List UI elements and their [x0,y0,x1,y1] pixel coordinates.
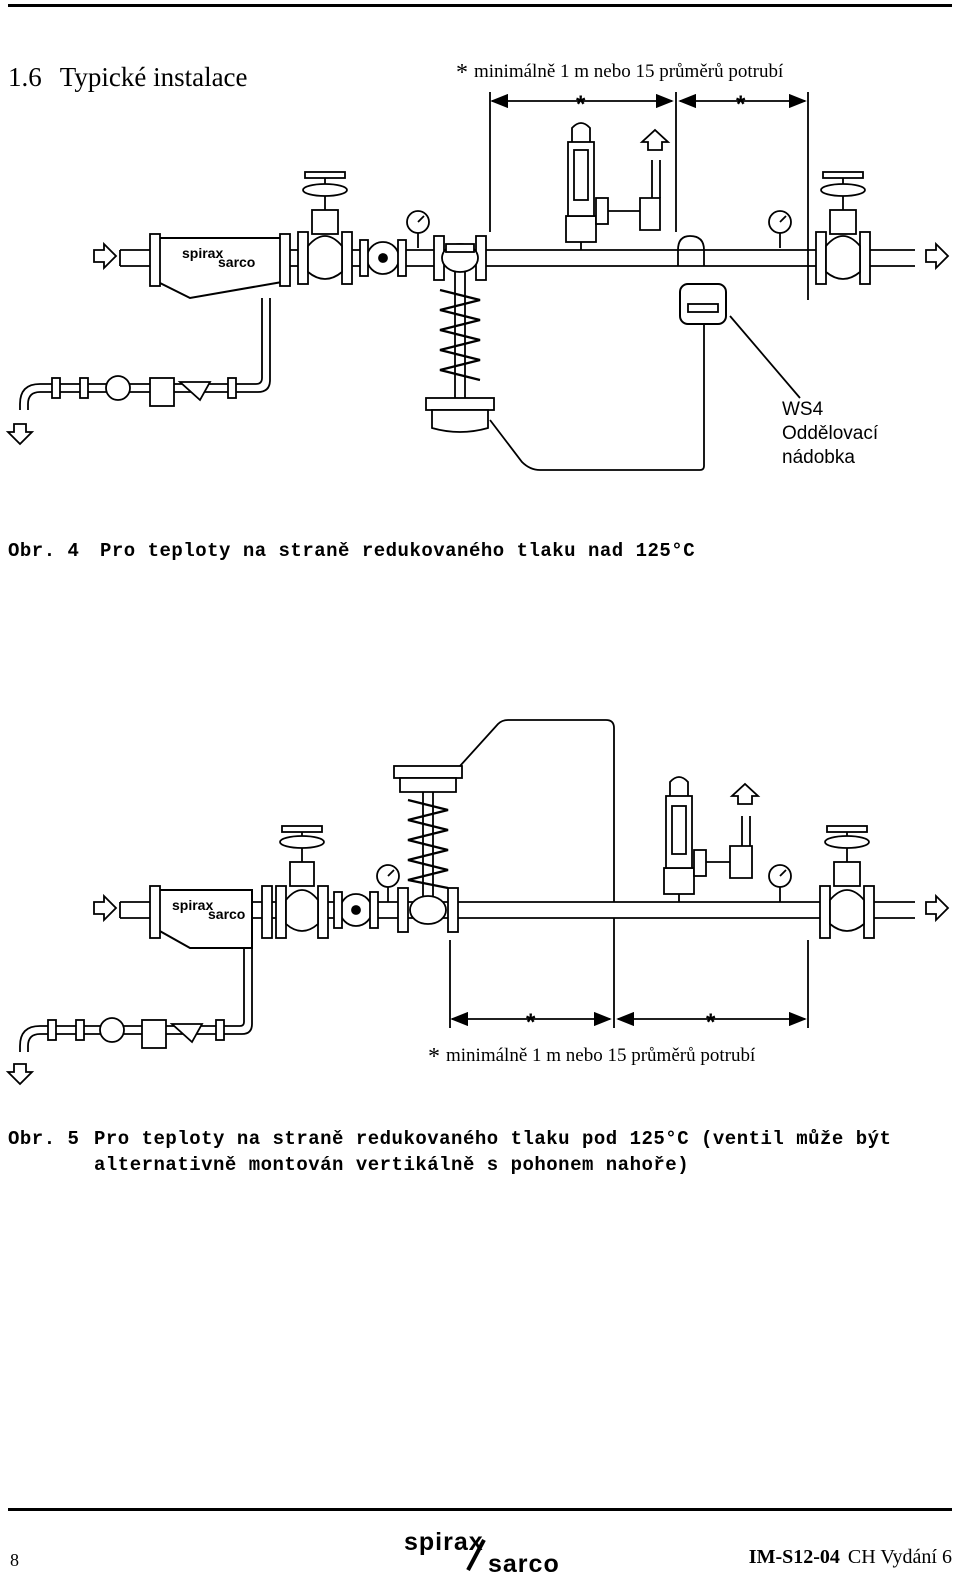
fig4-caption-text: Pro teploty na straně redukovaného tlaku… [100,540,696,562]
fig5-brand-bottom: sarco [208,906,245,922]
footer-logo-top: spirax [404,1528,484,1556]
fig5-diagram: spirax sarco * * [5,719,950,1086]
footer-doc-edition: CH Vydání 6 [847,1546,952,1568]
ws4-label-line3: nádobka [782,447,855,468]
fig5-note-text: minimálně 1 m nebo 15 průměrů potrubí [446,1045,756,1066]
fig5-caption-label: Obr. 5 [8,1128,80,1150]
footer-logo: spirax sarco [404,1528,574,1580]
fig4-caption-label: Obr. 4 [8,540,80,562]
fig5-brand-top: spirax [172,897,213,913]
ws4-label: WS4 Oddělovací nádobka [782,398,878,470]
section-number: 1.6 [8,62,42,92]
fig4-note-symbol: * [456,60,468,86]
fig5-dim-mark-1: * [526,1009,536,1036]
fig4-caption: Obr. 4 Pro teploty na straně redukovaného… [8,540,695,562]
fig4-dim-mark-2: * [736,91,746,118]
fig4-brand-top: spirax [182,245,223,261]
footer-doc-code: IM-S12-04 [748,1546,840,1568]
ws4-label-line1: WS4 [782,399,824,420]
footer-logo-bottom: sarco [488,1550,560,1578]
fig5-caption-line1: Pro teploty na straně redukovaného tlaku… [94,1128,892,1150]
ws4-label-line2: Oddělovací [782,423,879,444]
fig5-note-symbol: * [428,1044,440,1070]
fig5-caption-line2: alternativně montován vertikálně s pohon… [94,1154,690,1176]
fig4-dim-mark-1: * [576,91,586,118]
footer-rule [8,1508,952,1511]
fig4-note-text: minimálně 1 m nebo 15 průměrů potrubí [474,61,784,82]
fig5-dim-mark-2: * [706,1009,716,1036]
fig4-brand-bottom: sarco [218,254,255,270]
top-rule [8,4,952,7]
section-title: Typické instalace [59,62,248,92]
section-heading: 1.6 Typické instalace [8,62,248,93]
fig4-distance-note: * minimálně 1 m nebo 15 průměrů potrubí [456,60,783,87]
page-number: 8 [10,1550,19,1570]
footer-doc-ref: IM-S12-04 CH Vydání 6 [749,1546,952,1569]
fig5-caption: Obr. 5 Pro teploty na straně redukovaného… [8,1126,891,1178]
fig5-distance-note: * minimálně 1 m nebo 15 průměrů potrubí [428,1044,755,1071]
fig4-diagram: spirax sarco * * [5,91,950,471]
